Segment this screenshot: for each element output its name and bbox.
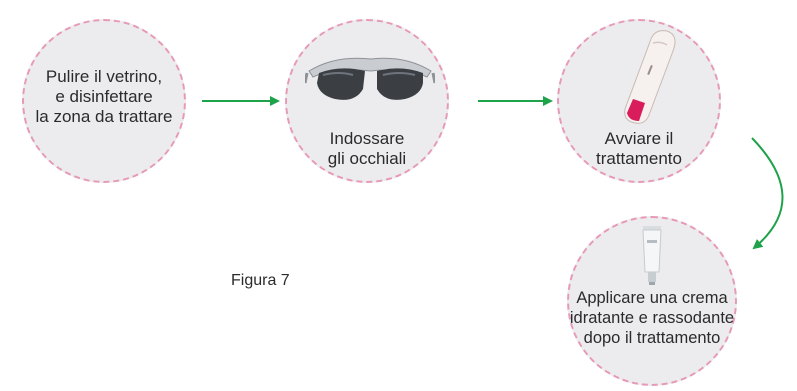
step-3-line-2: trattamento [596, 149, 682, 168]
step-4-line-1: Applicare una crema [576, 289, 728, 307]
step-2-text: Indossare gli occhiali [287, 129, 447, 169]
step-wear-glasses: Indossare gli occhiali [285, 19, 449, 183]
step-4-line-2: idratante e rassodante [569, 309, 735, 327]
sunglasses-icon [305, 57, 435, 100]
arrow-3-to-4 [751, 137, 784, 250]
step-4-text: Applicare una crema idratante e rassodan… [569, 288, 735, 348]
step-4-line-3: dopo il trattamento [583, 329, 721, 347]
step-2-line-2: gli occhiali [327, 149, 407, 168]
step-3-line-1: Avviare il [604, 129, 674, 148]
handheld-device-icon [624, 30, 676, 124]
step-1-line-2: e disinfettare [55, 87, 153, 106]
figure-caption: Figura 7 [231, 272, 290, 289]
step-apply-cream: Applicare una crema idratante e rassodan… [567, 216, 737, 386]
step-start-treatment: Avviare il trattamento [557, 19, 721, 183]
step-2-line-1: Indossare [329, 129, 405, 148]
step-clean-disinfect: Pulire il vetrino, e disinfettare la zon… [22, 19, 186, 183]
cream-tube-icon [642, 226, 662, 285]
step-1-line-3: la zona da trattare [35, 107, 173, 126]
step-1-line-1: Pulire il vetrino, [45, 67, 163, 86]
step-3-text: Avviare il trattamento [559, 129, 719, 169]
step-1-text: Pulire il vetrino, e disinfettare la zon… [24, 67, 184, 127]
